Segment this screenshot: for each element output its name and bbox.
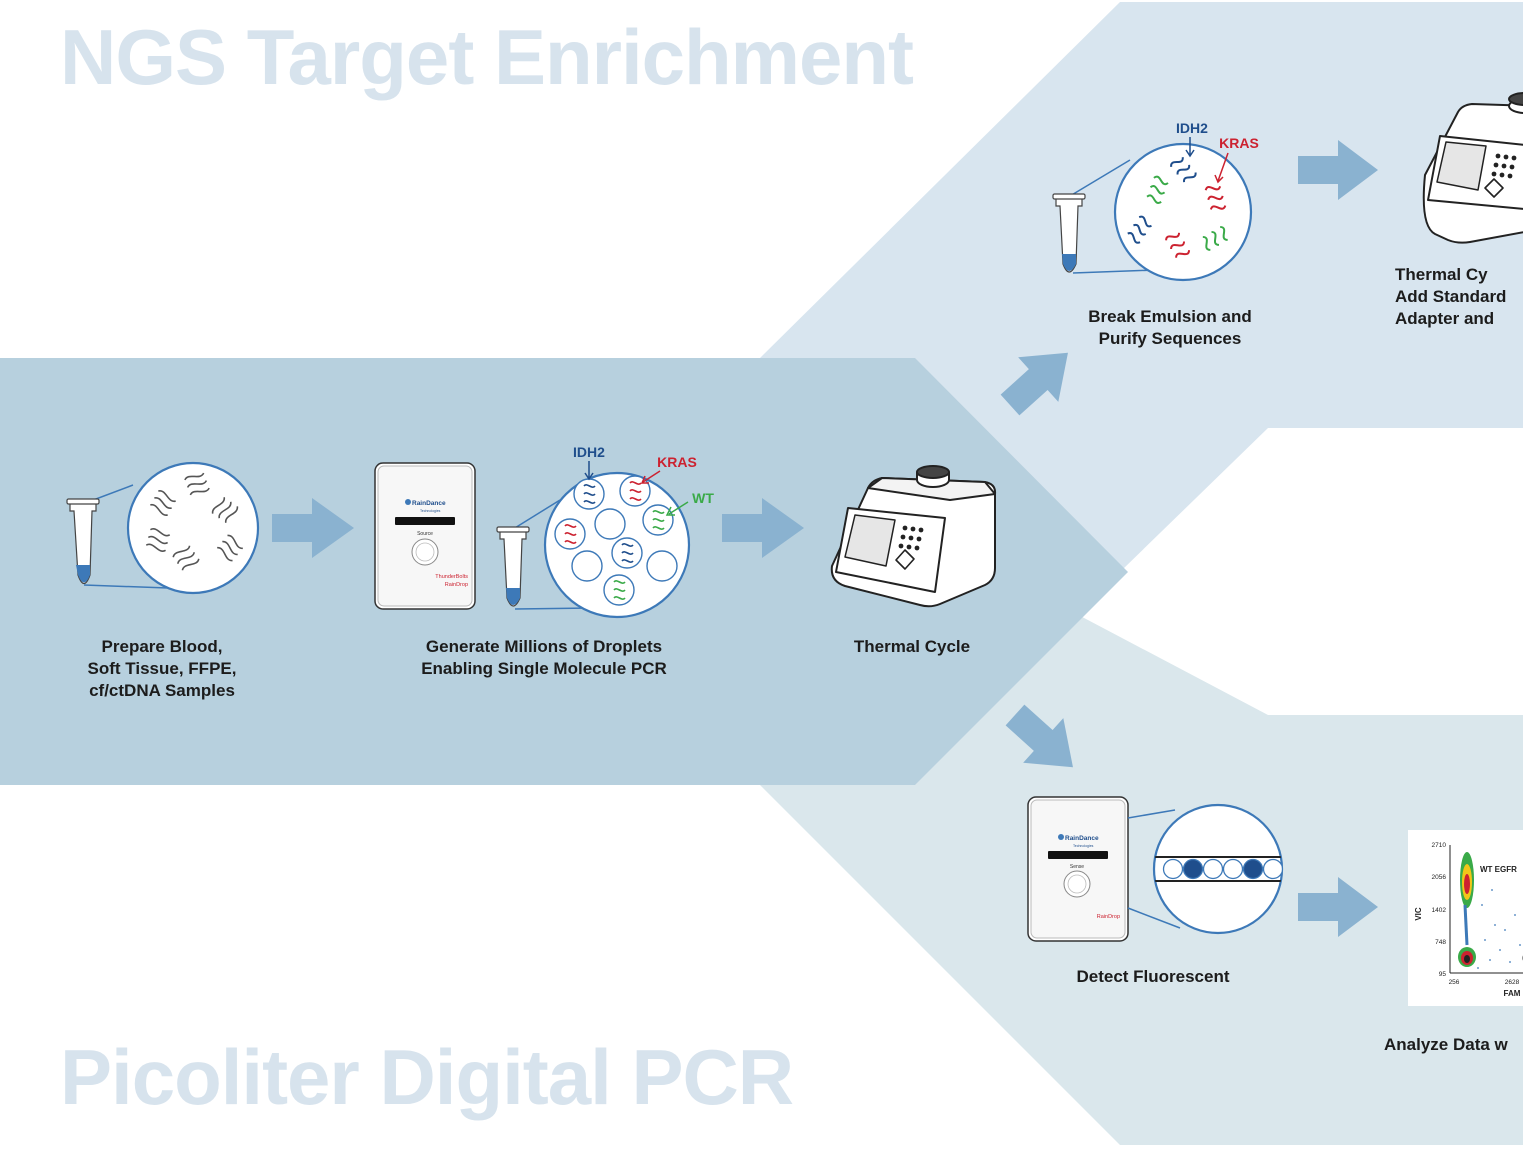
- step-thermal-adapter-caption: Thermal Cy Add Standard Adapter and: [1395, 265, 1507, 328]
- plot-y-tick: 748: [1435, 939, 1446, 946]
- thermal-cycler-icon: [830, 465, 997, 608]
- plot-x-tick: 2628: [1505, 979, 1520, 986]
- droplet: [1262, 858, 1282, 880]
- pointer-arrow: [1185, 137, 1195, 158]
- raindance-source-instrument: RainDance Technologies Source ThunderBol…: [374, 462, 476, 610]
- source-product-b: RainDrop: [445, 582, 468, 588]
- label-wt: WT: [692, 490, 714, 506]
- plot-y-tick: 2710: [1432, 842, 1447, 849]
- label-idh2: IDH2: [573, 444, 605, 460]
- sense-module: Sense: [1070, 864, 1084, 870]
- dna-sample-magnified: [126, 461, 260, 595]
- flow-arrow-up: [1000, 352, 1068, 416]
- droplets-magnified: IDH2 KRAS WT: [543, 444, 714, 619]
- step-break-caption: Break Emulsion and Purify Sequences: [1088, 307, 1252, 348]
- flow-arrow-2: [722, 498, 804, 558]
- pointer-arrow: [665, 501, 689, 516]
- step-prepare-caption: Prepare Blood, Soft Tissue, FFPE, cf/ctD…: [87, 637, 237, 700]
- sense-brand: RainDance: [1065, 835, 1099, 842]
- flow-arrow-4: [1298, 877, 1378, 937]
- tube-icon: [66, 484, 169, 589]
- plot-y-tick: 1402: [1432, 907, 1447, 914]
- droplet: [1242, 858, 1264, 880]
- tube-icon: [496, 499, 594, 610]
- scatter-plot-figure: WT EGFR VIC FAM 2710 2056 1402 748 95 25…: [1408, 830, 1523, 1006]
- dna-strand-icon: [150, 490, 176, 516]
- droplet: [594, 508, 626, 540]
- dna-strand-icon: [172, 545, 200, 571]
- sense-product: RainDrop: [1097, 914, 1120, 920]
- plot-x-tick: 256: [1449, 979, 1460, 986]
- raindance-sense-instrument: RainDance Technologies Sense RainDrop: [1027, 796, 1129, 942]
- label-kras: KRAS: [1219, 135, 1259, 151]
- pointer-arrow: [1214, 152, 1229, 184]
- dna-strand-icon: [211, 497, 239, 523]
- flow-arrow-down: [1005, 704, 1073, 768]
- dna-strand-icon: [145, 528, 171, 552]
- flow-arrow-1: [272, 498, 354, 558]
- step-analyze-caption: Analyze Data w: [1384, 1035, 1508, 1054]
- source-module: Source: [417, 531, 433, 537]
- droplet: [1162, 858, 1184, 880]
- label-idh2: IDH2: [1176, 120, 1208, 136]
- plot-y-tick: 2056: [1432, 874, 1447, 881]
- step-generate-caption: Generate Millions of Droplets Enabling S…: [421, 637, 667, 678]
- dna-strand-icon: [217, 534, 243, 562]
- plot-x-axis-label: FAM: [1504, 989, 1521, 998]
- sense-brand-sub: Technologies: [1073, 844, 1094, 848]
- source-product-a: ThunderBolts: [435, 574, 468, 580]
- droplet: [1202, 858, 1224, 880]
- droplet-detection-magnified: [1127, 803, 1284, 935]
- dna-strand-icon: [184, 472, 210, 496]
- thermal-cycler-icon: [1422, 92, 1523, 244]
- source-brand-sub: Technologies: [420, 509, 441, 513]
- source-brand: RainDance: [412, 500, 446, 507]
- plot-y-axis-label: VIC: [1414, 907, 1423, 921]
- plot-cluster-label: WT EGFR: [1480, 865, 1517, 874]
- flow-arrow-3: [1298, 140, 1378, 200]
- droplet: [646, 550, 678, 582]
- plot-y-tick: 95: [1439, 971, 1447, 978]
- picoliter-digital-pcr-heading: Picoliter Digital PCR: [60, 1033, 794, 1121]
- step-detect-caption: Detect Fluorescent: [1076, 967, 1230, 986]
- ngs-target-enrichment-heading: NGS Target Enrichment: [60, 13, 914, 101]
- pointer-arrow: [584, 461, 594, 481]
- step-thermal-caption: Thermal Cycle: [853, 637, 971, 656]
- tube-icon: [1052, 159, 1156, 274]
- droplet: [1222, 858, 1244, 880]
- droplet: [571, 550, 603, 582]
- label-kras: KRAS: [657, 454, 697, 470]
- droplet: [1182, 858, 1204, 880]
- pointer-arrow: [640, 470, 661, 484]
- purified-sequences-magnified: IDH2 KRAS: [1113, 120, 1259, 282]
